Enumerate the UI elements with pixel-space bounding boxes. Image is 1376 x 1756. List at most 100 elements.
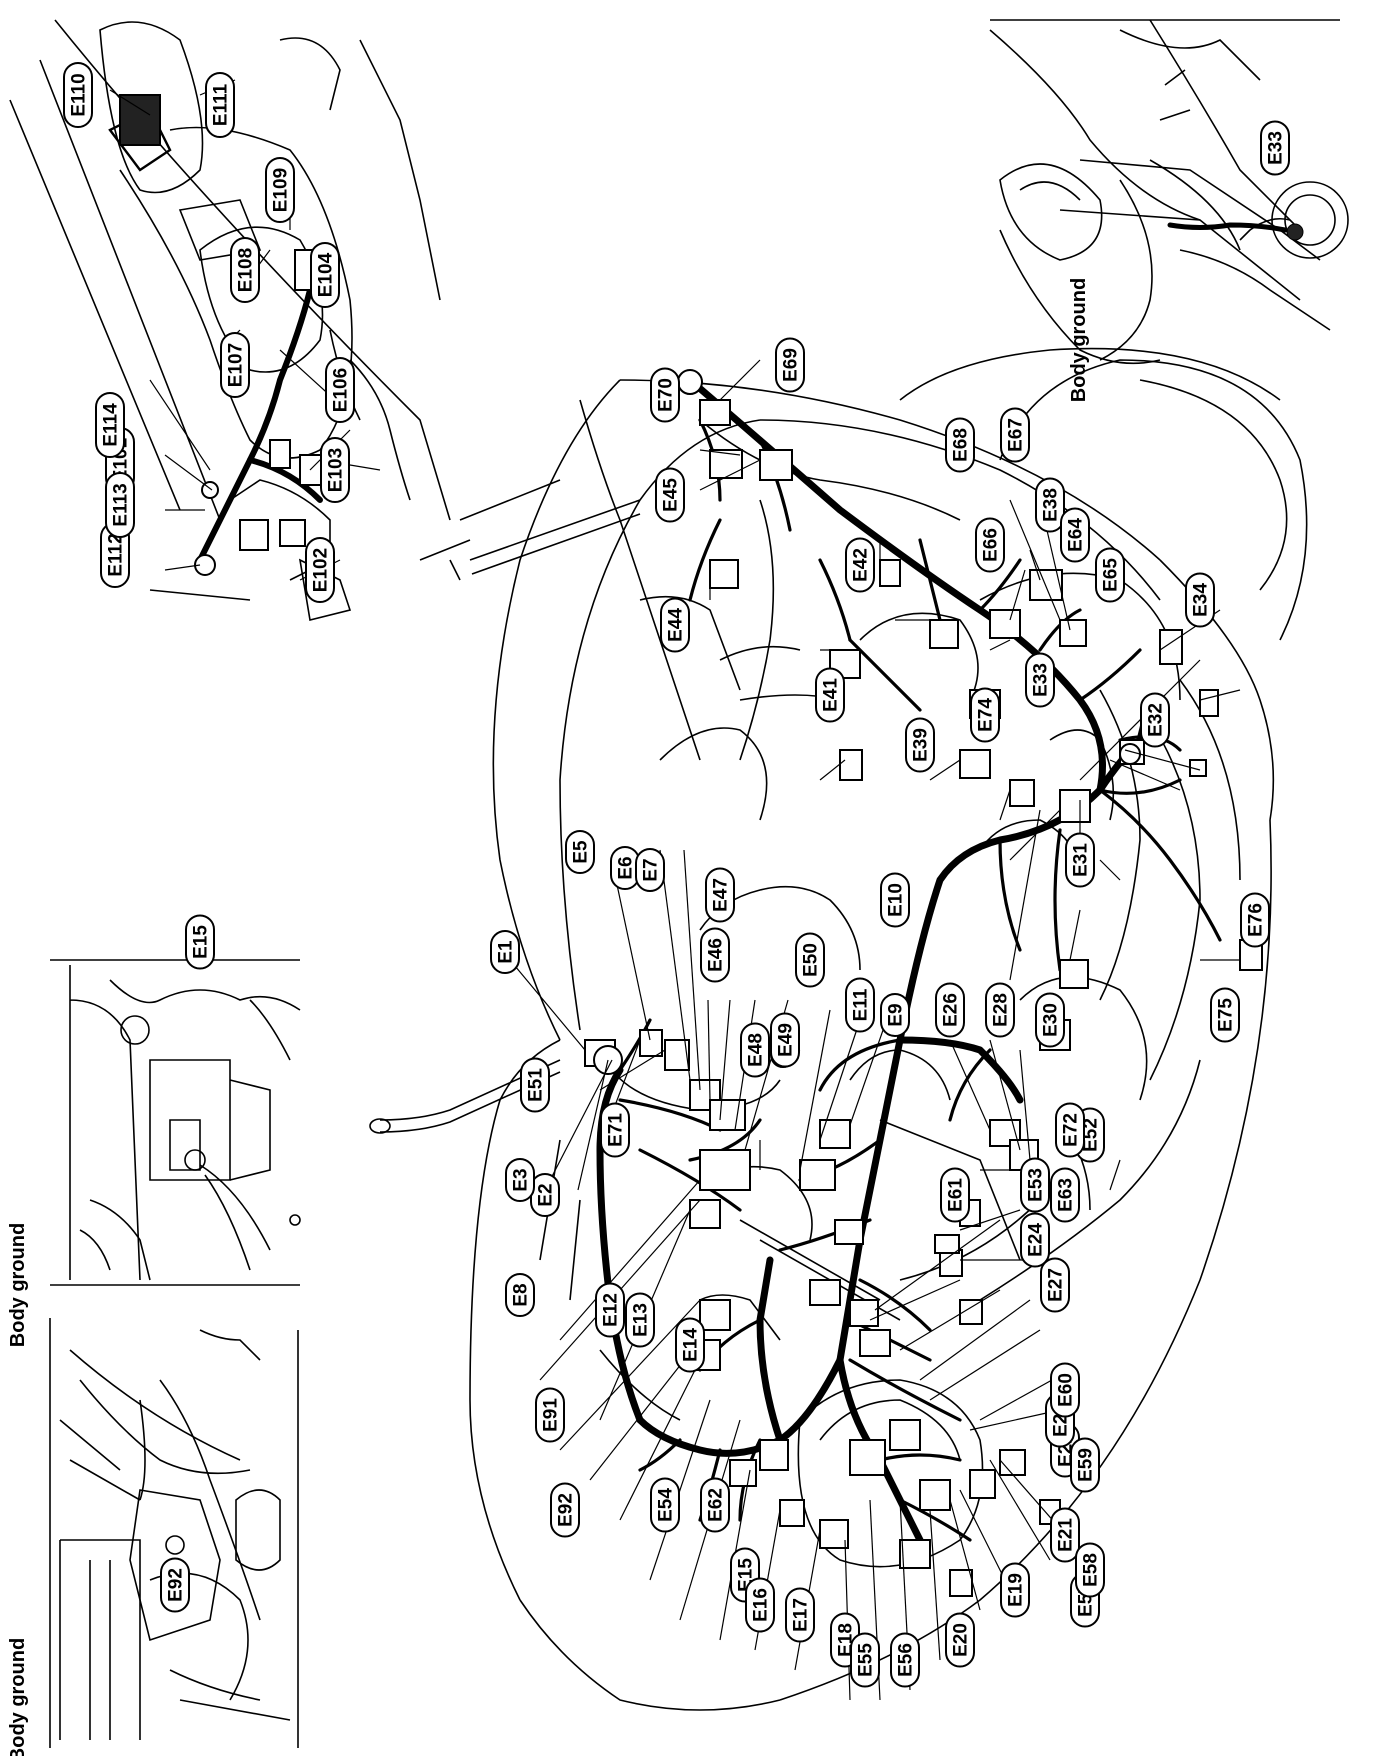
label-text: E92 [166,1568,187,1602]
label-oval [220,332,250,398]
label-oval [1185,572,1215,628]
label-text: E19 [1006,1573,1027,1607]
label-text: E75 [1216,998,1237,1032]
connector-label-e58: E58 [1075,1542,1105,1598]
harness-top-left [197,287,323,563]
label-text: E47 [711,878,732,912]
label-oval [945,1612,975,1668]
connector-label-e56: E56 [890,1632,920,1688]
label-oval [310,242,340,308]
label-text: E102 [311,548,332,592]
connector-label-e64: E64 [1060,507,1090,563]
label-text: E41 [821,678,842,712]
connector-label-e92: E92 [550,1482,580,1538]
label-oval [505,1273,535,1317]
label-text: E66 [981,528,1002,562]
label-text: E92 [556,1493,577,1527]
connector-label-e60: E60 [1050,1362,1080,1418]
label-text: E27 [1046,1268,1067,1302]
label-oval [850,1632,880,1688]
label-text: E70 [656,378,677,412]
label-text: E104 [316,252,337,297]
caption-body-ground: Body ground [7,1223,29,1347]
label-text: E46 [706,938,727,972]
connector-label-e91: E91 [535,1387,565,1443]
connector-label-e109: E109 [265,157,295,223]
label-text: E15 [191,925,212,959]
connector-label-e24: E24 [1020,1212,1050,1268]
label-oval [770,1012,800,1068]
label-text: E1 [496,940,517,964]
connector-label-e20: E20 [945,1612,975,1668]
label-oval [655,467,685,523]
label-text: E71 [606,1113,627,1147]
label-text: E49 [776,1023,797,1057]
connector-label-e61: E61 [940,1167,970,1223]
label-oval [1050,1167,1080,1223]
label-oval [1055,1102,1085,1158]
label-text: E64 [1066,518,1087,552]
label-oval [1050,1362,1080,1418]
connector-label-e62: E62 [700,1477,730,1533]
connectors-top-left [119,94,323,576]
label-text: E32 [1146,703,1167,737]
label-text: E111 [211,83,232,126]
label-oval [625,1292,655,1348]
label-text: E53 [1026,1168,1047,1202]
label-text: E30 [1041,1003,1062,1037]
connector-label-e107: E107 [220,332,250,398]
label-oval [565,830,595,874]
label-text: E33 [1031,663,1052,697]
label-text: E12 [601,1293,622,1327]
connector-label-e108: E108 [230,237,260,303]
connector-label-e21: E21 [1050,1507,1080,1563]
label-text: E7 [641,858,662,881]
connector-label-e33: E33 [1260,120,1290,176]
label-oval [905,717,935,773]
connector-label-e102: E102 [305,537,335,603]
label-oval [160,1557,190,1613]
caption-body-ground: Body ground [1068,278,1090,402]
label-text: E110 [69,73,90,116]
label-text: E113 [111,483,132,526]
connector-label-e71: E71 [600,1102,630,1158]
label-text: E26 [941,993,962,1027]
label-text: E39 [911,728,932,762]
connector-label-e46: E46 [700,927,730,983]
connector-label-e8: E8 [505,1273,535,1317]
label-oval [890,1632,920,1688]
connector-label-e10: E10 [880,872,910,928]
inset-top-right [989,19,1349,365]
label-oval [1035,477,1065,533]
connector-label-e72: E72 [1055,1102,1085,1158]
label-oval [1000,1562,1030,1618]
label-text: E38 [1041,488,1062,522]
label-oval [1240,892,1270,948]
label-text: E56 [896,1643,917,1677]
connector-label-e55: E55 [850,1632,880,1688]
label-oval [505,1158,535,1202]
label-oval [1075,1542,1105,1598]
label-text: E10 [886,883,907,917]
label-text: E42 [851,548,872,582]
connector-label-e75: E75 [1210,987,1240,1043]
label-text: E103 [326,448,347,492]
label-oval [795,932,825,988]
label-oval [325,357,355,423]
connector-label-e27: E27 [1040,1257,1070,1313]
connector-label-e26: E26 [935,982,965,1038]
label-oval [535,1387,565,1443]
label-text: E50 [801,943,822,977]
harness-top-right [1167,222,1288,233]
connector-label-e44: E44 [660,597,690,653]
label-oval [490,930,520,974]
label-oval [1210,987,1240,1043]
connector-label-e3: E3 [505,1158,535,1202]
label-text: E106 [331,368,352,412]
connector-label-e39: E39 [905,717,935,773]
label-text: E54 [656,1488,677,1522]
label-text: E6 [616,856,637,879]
connector-label-e28: E28 [985,982,1015,1038]
label-text: E69 [781,348,802,382]
connector-label-e69: E69 [775,337,805,393]
